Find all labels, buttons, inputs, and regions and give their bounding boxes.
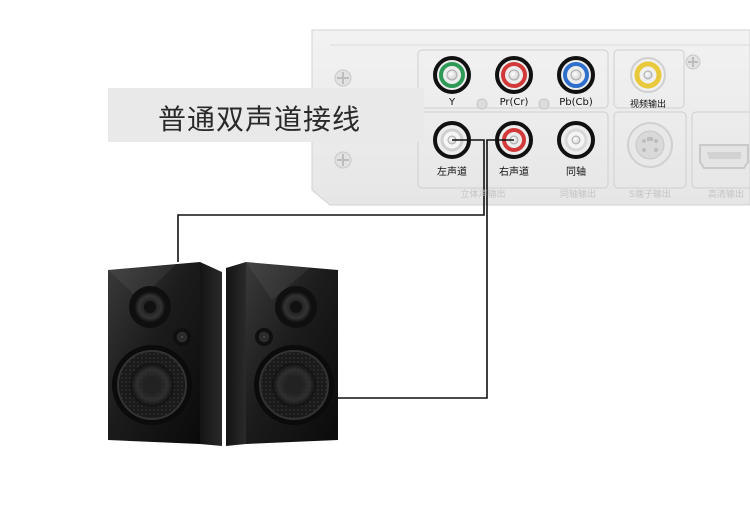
- diagram-title: 普通双声道接线: [158, 103, 362, 136]
- title-band: [108, 88, 424, 142]
- right-speaker: [226, 262, 338, 446]
- group-label-coax-out: 同轴输出: [559, 190, 597, 200]
- label-coax: 同轴: [566, 167, 586, 178]
- group-label-s-video: S端子输出: [629, 190, 671, 200]
- speaker-cables: [177, 139, 514, 399]
- label-video-out: 视频输出: [629, 100, 667, 110]
- screw-icon: [685, 54, 701, 70]
- hdmi-port: [699, 144, 749, 169]
- screw-icon: [334, 151, 352, 169]
- jack-pb: [557, 56, 595, 94]
- jack-video: [630, 57, 666, 93]
- label-pb: Pb(Cb): [559, 97, 593, 108]
- label-left-channel: 左声道: [437, 167, 467, 178]
- group-label-hdmi: 高清输出: [707, 190, 745, 200]
- group-label-stereo: 立体声输出: [460, 190, 506, 200]
- s-video-port: [627, 122, 673, 168]
- label-y: Y: [448, 97, 456, 108]
- jack-coax: [557, 121, 595, 159]
- jack-pr: [495, 56, 533, 94]
- label-pr: Pr(Cr): [499, 97, 529, 108]
- label-right-channel: 右声道: [499, 167, 529, 178]
- screw-icon: [334, 69, 352, 87]
- left-speaker: [108, 262, 222, 446]
- jack-y: [433, 56, 471, 94]
